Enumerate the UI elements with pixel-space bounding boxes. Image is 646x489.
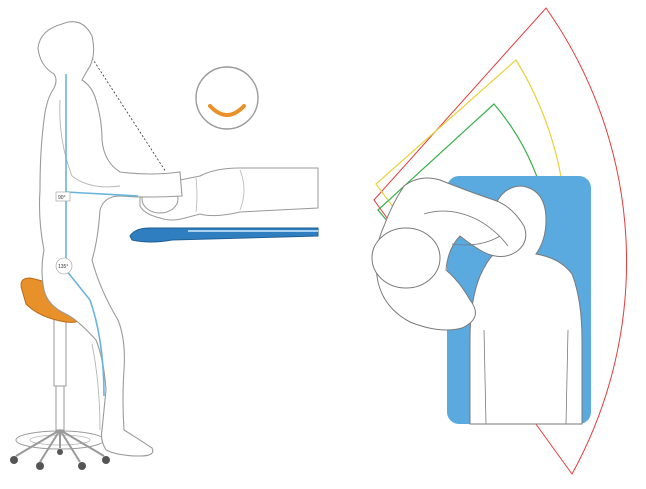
hip-angle-label: 135° — [58, 264, 68, 270]
hip-angle-marker: 135° — [56, 258, 72, 274]
clinician-top-head — [372, 228, 440, 288]
side-view-scene: 90° 135° — [10, 22, 318, 470]
smile-icon — [196, 67, 258, 129]
elbow-angle-marker: 90° — [56, 192, 70, 201]
elbow-angle-label: 90° — [58, 195, 66, 201]
top-view-scene — [372, 8, 627, 474]
